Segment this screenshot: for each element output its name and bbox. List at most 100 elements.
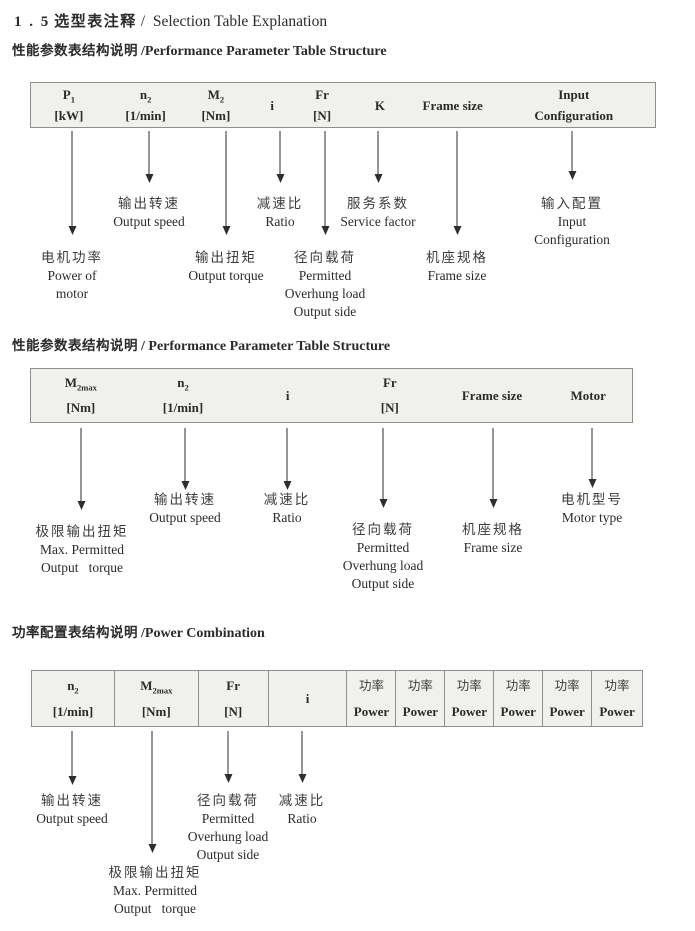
power-combination-table: n2 [1/min] M2max [Nm] Fr [N] i 功率 Power … [31,670,643,727]
section3-heading-zh: 功率配置表结构说明 [12,625,138,641]
arrow-s2-max-output-torque [77,428,86,510]
t1-col-n2-symbol: n [139,87,148,102]
callout-s2-max-output-torque: 极限输出扭矩 Max. Permitted Output torque [35,524,129,575]
t3-col-power-5: 功率 Power [543,671,593,726]
t2-col-frame-size: Frame size [440,369,545,422]
t2-col-m2max: M2max [Nm] [31,369,131,422]
t1-col-fr-unit: [N] [313,108,332,123]
callout-s1-power-of-motor: 电机功率 Power of motor [41,250,103,301]
section1-heading-en: /Performance Parameter Table Structure [141,44,387,59]
t3-col-fr-unit: [N] [224,703,243,719]
callout-s3-ratio: 减速比 Ratio [278,793,326,826]
performance-table-1: P1 [kW] n2 [1/min] M2 [Nm] i Fr [N] K Fr… [30,82,656,128]
callout-s3-overhung-load: 径向载荷 Permitted Overhung load Output side [187,793,269,862]
callout-s1-service-factor: 服务系数 Service factor [340,196,416,229]
callout-s3-max-output-torque: 极限输出扭矩 Max. Permitted Output torque [108,865,202,916]
t3-col-n2-symbol: n [67,678,75,694]
t3-col-m2max-unit: [Nm] [141,703,171,719]
arrow-s1-output-torque [222,131,231,235]
t1-col-k: K [347,83,413,127]
t1-col-k-symbol: K [374,97,385,113]
t3-col-m2max: M2max [Nm] [115,671,199,726]
arrow-s3-output-speed [68,731,77,785]
section3-heading-en: /Power Combination [141,626,265,641]
t2-col-n2-unit: [1/min] [162,400,204,415]
t1-col-fr: Fr [N] [297,83,347,127]
callout-s2-output-speed: 输出转速 Output speed [149,492,221,525]
arrow-s3-max-output-torque [148,731,157,853]
t2-col-m2max-unit: [Nm] [66,400,96,415]
t2-col-i: i [235,369,340,422]
t1-col-p1-unit: [kW] [54,108,84,123]
t2-col-motor-label: Motor [570,387,606,403]
title-number: 1 . 5 [14,14,51,30]
arrow-s2-ratio [283,428,292,490]
t3-col-power-4: 功率 Power [494,671,544,726]
t1-col-m2-symbol: M [207,87,220,102]
callout-s1-output-torque: 输出扭矩 Output torque [188,250,264,283]
t2-col-m2max-symbol: M [64,375,78,390]
t3-col-i-symbol: i [305,691,310,706]
callout-s1-ratio: 减速比 Ratio [256,196,304,229]
t3-col-fr-symbol: Fr [226,678,241,694]
section2-heading: 性能参数表结构说明/ Performance Parameter Table S… [12,334,390,355]
t1-col-fr-symbol: Fr [315,87,329,102]
t2-col-frame-size-label: Frame size [461,387,523,403]
arrow-s2-motor-type [588,428,597,488]
t1-col-p1-symbol: P [62,87,71,102]
section3-heading: 功率配置表结构说明/Power Combination [12,621,265,642]
t3-col-n2: n2 [1/min] [32,671,115,726]
t1-col-i: i [247,83,297,127]
t3-col-n2-unit: [1/min] [52,703,94,719]
arrow-s1-ratio [276,131,285,183]
section1-heading-zh: 性能参数表结构说明 [12,43,138,59]
performance-table-2: M2max [Nm] n2 [1/min] i Fr [N] Frame siz… [30,368,633,423]
callout-s2-motor-type: 电机型号 Motor type [561,492,623,525]
arrow-s3-ratio [298,731,307,783]
arrow-s1-output-speed [145,131,154,183]
arrow-s2-output-speed [181,428,190,490]
arrow-s2-overhung-load [379,428,388,508]
callout-s1-overhung-load: 径向载荷 Permitted Overhung load Output side [284,250,366,319]
title-chinese: 选型表注释 [54,12,137,30]
t2-col-fr-symbol: Fr [382,375,397,390]
arrow-s1-frame-size [453,131,462,235]
arrow-s1-power-of-motor [68,131,77,235]
callout-s2-ratio: 减速比 Ratio [263,492,311,525]
section2-heading-zh: 性能参数表结构说明 [12,338,138,354]
t2-col-fr-unit: [N] [380,400,399,415]
t1-col-frame-size: Frame size [413,83,493,127]
callout-s2-overhung-load: 径向载荷 Permitted Overhung load Output side [342,522,424,591]
callout-s3-output-speed: 输出转速 Output speed [36,793,108,826]
t1-col-frame-size-label: Frame size [422,97,483,113]
callout-s1-frame-size: 机座规格 Frame size [426,250,488,283]
t3-col-m2max-symbol: M [140,678,153,694]
callout-s2-frame-size: 机座规格 Frame size [462,522,524,555]
t1-col-p1: P1 [kW] [54,87,84,123]
t2-col-n2-symbol: n [177,375,185,390]
t2-col-motor: Motor [544,369,632,422]
title-english: / Selection Table Explanation [140,13,328,30]
t2-col-n2: n2 [1/min] [131,369,236,422]
arrow-s2-frame-size [489,428,498,508]
t1-col-n2-unit: [1/min] [125,108,166,123]
t1-col-i-symbol: i [270,97,275,113]
callout-s1-input-configuration: 输入配置 Input Configuration [534,196,610,247]
t3-col-power-3: 功率 Power [445,671,495,726]
t1-col-input-configuration: Input Configuration [493,83,655,127]
callout-s1-output-speed: 输出转速 Output speed [113,196,185,229]
t3-col-power-6: 功率 Power [599,678,635,719]
section2-heading-en: / Performance Parameter Table Structure [141,339,391,354]
t1-col-m2: M2 [Nm] [201,87,231,123]
arrow-s1-service-factor [374,131,383,183]
t3-col-i: i [269,671,348,726]
t1-col-input-line1: Input [558,87,590,102]
t1-col-n2: n2 [1/min] [125,87,166,123]
arrow-s1-input-configuration [568,131,577,180]
arrow-s1-overhung-load [321,131,330,235]
arrow-s3-overhung-load [224,731,233,783]
t3-col-fr: Fr [N] [199,671,269,726]
t2-col-fr: Fr [N] [340,369,440,422]
